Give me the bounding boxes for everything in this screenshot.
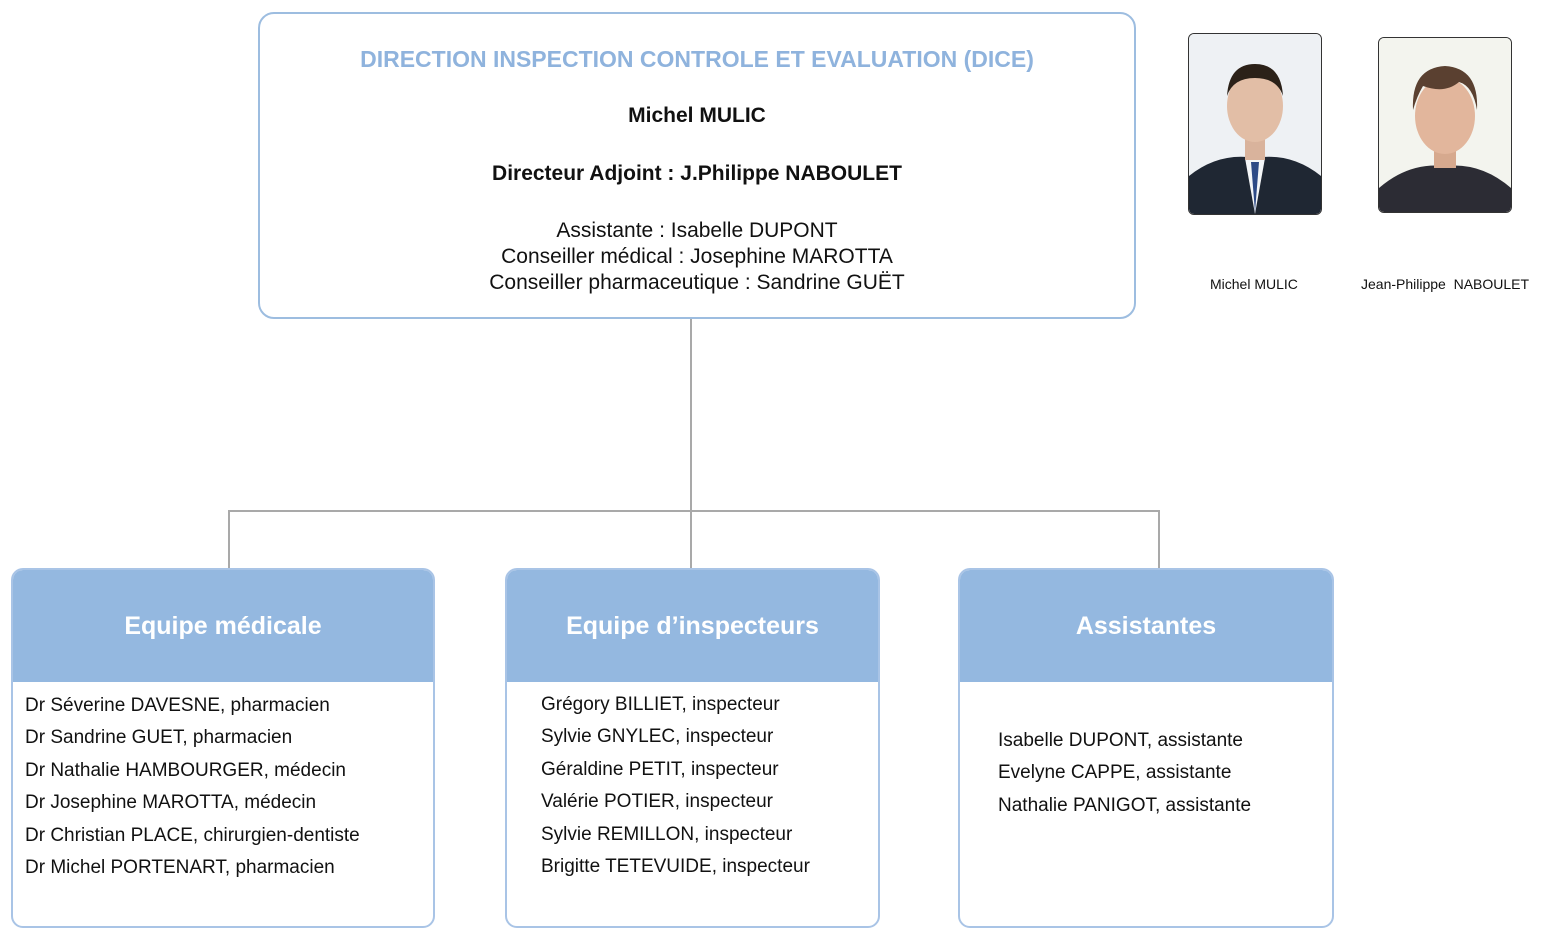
team-medical: Equipe médicale Dr Séverine DAVESNE, pha…: [11, 568, 435, 928]
list-item: Grégory BILLIET, inspecteur: [541, 694, 780, 715]
list-item: Nathalie PANIGOT, assistante: [998, 794, 1252, 816]
list-item: Sylvie REMILLON, inspecteur: [541, 823, 793, 845]
team-inspectors-members: Grégory BILLIET, inspecteur Sylvie GNYLE…: [541, 689, 810, 883]
photo-caption-michel-mulic: Michel MULIC: [1210, 276, 1298, 292]
team-medical-header: Equipe médicale: [13, 570, 433, 682]
list-item: Dr Séverine DAVESNE, pharmacien: [25, 695, 330, 716]
list-item: Dr Josephine MAROTTA, médecin: [25, 792, 317, 814]
staff-pharma-advisor: Conseiller pharmaceutique : Sandrine GUË…: [489, 271, 905, 294]
photo-michel-mulic: [1188, 33, 1322, 215]
staff-medical-advisor: Conseiller médical : Josephine MAROTTA: [501, 245, 893, 268]
list-item: Dr Sandrine GUET, pharmacien: [25, 727, 293, 749]
team-assistants-members: Isabelle DUPONT, assistante Evelyne CAPP…: [998, 725, 1251, 822]
person-portrait-icon: [1189, 34, 1321, 214]
list-item: Brigitte TETEVUIDE, inspecteur: [541, 856, 810, 878]
connector-left-drop: [228, 510, 230, 568]
list-item: Dr Christian PLACE, chirurgien-dentiste: [25, 824, 360, 846]
director-name: Michel MULIC: [628, 104, 766, 127]
team-assistants: Assistantes Isabelle DUPONT, assistante …: [958, 568, 1334, 928]
connector-horizontal: [228, 510, 1160, 512]
team-assistants-header: Assistantes: [960, 570, 1332, 682]
list-item: Dr Michel PORTENART, pharmacien: [25, 857, 335, 879]
photo-jean-philippe-naboulet: [1378, 37, 1512, 213]
team-inspectors-header: Equipe d’inspecteurs: [507, 570, 878, 682]
list-item: Sylvie GNYLEC, inspecteur: [541, 726, 774, 748]
person-portrait-icon: [1379, 38, 1511, 212]
connector-vertical-main: [690, 319, 692, 568]
list-item: Géraldine PETIT, inspecteur: [541, 758, 779, 780]
list-item: Dr Nathalie HAMBOURGER, médecin: [25, 759, 346, 781]
deputy-director: Directeur Adjoint : J.Philippe NABOULET: [492, 162, 902, 185]
list-item: Valérie POTIER, inspecteur: [541, 791, 773, 813]
direction-title: DIRECTION INSPECTION CONTROLE ET EVALUAT…: [360, 46, 1034, 72]
photo-caption-jean-philippe-naboulet: Jean-Philippe NABOULET: [1361, 276, 1530, 292]
direction-box: DIRECTION INSPECTION CONTROLE ET EVALUAT…: [258, 12, 1136, 319]
list-item: Evelyne CAPPE, assistante: [998, 762, 1232, 784]
staff-assistant: Assistante : Isabelle DUPONT: [556, 219, 838, 242]
connector-right-drop: [1158, 510, 1160, 568]
team-medical-members: Dr Séverine DAVESNE, pharmacien Dr Sandr…: [25, 690, 360, 884]
direction-staff: Assistante : Isabelle DUPONT Conseiller …: [260, 218, 1134, 296]
list-item: Isabelle DUPONT, assistante: [998, 730, 1243, 751]
team-inspectors: Equipe d’inspecteurs Grégory BILLIET, in…: [505, 568, 880, 928]
